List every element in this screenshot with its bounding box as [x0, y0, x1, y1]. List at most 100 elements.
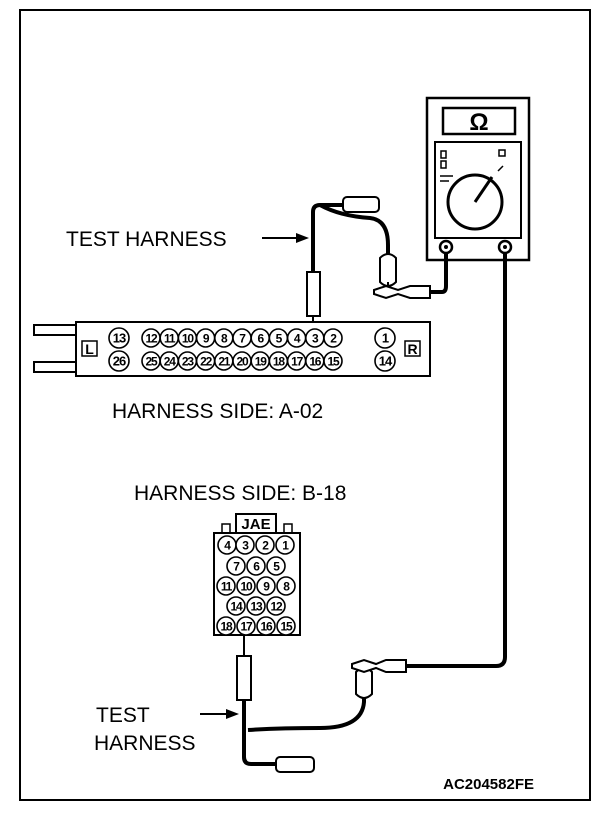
- a02-right-marker: R: [407, 341, 417, 357]
- pin-label: 10: [241, 580, 253, 594]
- pin-label: 20: [237, 355, 249, 369]
- pin-circle: [246, 596, 266, 616]
- bottom-probe-body: [236, 655, 252, 701]
- pin-label: 16: [309, 355, 321, 369]
- pin-label: 15: [328, 355, 340, 369]
- pin-circle: [275, 535, 295, 555]
- pin-label: 21: [218, 355, 230, 369]
- pin-label: 19: [255, 355, 267, 369]
- a02-lead-bottom: [33, 361, 77, 373]
- pin-circle: [374, 327, 396, 349]
- pin-circle: [256, 576, 276, 596]
- dial-pointer: [473, 176, 494, 203]
- range-line-3: [497, 165, 504, 172]
- pin-circle: [255, 535, 275, 555]
- bottom-harness-wire: [242, 700, 276, 766]
- figure-code: AC204582FE: [443, 776, 534, 793]
- pin-label: 8: [283, 580, 290, 594]
- pin-circle: [226, 556, 246, 576]
- pin-circle: [276, 616, 296, 636]
- bottom-test-harness: [236, 253, 507, 773]
- pin-label: 15: [281, 620, 293, 634]
- pin-circle: [256, 616, 276, 636]
- a02-right-marker-box: [404, 340, 421, 357]
- pin-label: 1: [282, 539, 289, 553]
- pin-label: 2: [330, 332, 337, 346]
- pin-circle: [108, 327, 130, 349]
- bottom-harness-arrow-head: [226, 709, 239, 719]
- bottom-harness-branch: [247, 695, 366, 732]
- ohmmeter-jack-left-core: [444, 245, 448, 249]
- pin-circle: [216, 616, 236, 636]
- ohmmeter-display: [441, 106, 517, 136]
- test-harness-top-label: TEST HARNESS: [66, 228, 227, 251]
- pin-circle: [246, 556, 266, 576]
- pin-label: 7: [239, 332, 246, 346]
- pin-label: 4: [294, 332, 301, 346]
- pin-label: 17: [291, 355, 303, 369]
- pin-label: 13: [113, 331, 126, 346]
- harness-side-b-label: HARNESS SIDE: B-18: [134, 482, 346, 505]
- pin-circle: [374, 350, 396, 372]
- pin-circle: [235, 535, 255, 555]
- ohmmeter: Ω: [425, 96, 531, 262]
- pin-circle: [108, 350, 130, 372]
- ohmmeter-jack-right-core: [503, 245, 507, 249]
- test-harness-bottom-label-line2: HARNESS: [94, 732, 196, 755]
- pin-circle: [236, 616, 256, 636]
- pin-label: 5: [273, 560, 280, 574]
- pin-label: 26: [113, 354, 126, 369]
- pin-label: 8: [221, 332, 228, 346]
- top-alligator-clip: [379, 253, 397, 287]
- top-probe-body: [306, 271, 321, 317]
- pin-circle: [323, 351, 343, 371]
- a02-left-marker: L: [85, 341, 94, 357]
- top-harness-wire: [311, 203, 343, 272]
- pin-label: 6: [253, 560, 260, 574]
- a02-lead-top: [33, 324, 77, 336]
- pin-label: 3: [312, 332, 319, 346]
- pin-label: 3: [242, 539, 249, 553]
- diagram-frame: [19, 9, 591, 801]
- pin-label: 18: [273, 355, 285, 369]
- pin-circle: [323, 328, 343, 348]
- bottom-harness-end-plug: [275, 756, 315, 773]
- top-test-harness: [306, 196, 448, 332]
- pin-circle: [236, 576, 256, 596]
- pin-circle: [216, 576, 236, 596]
- pin-label: 23: [182, 355, 194, 369]
- top-meter-lead-plug: [373, 284, 431, 300]
- pin-label: 13: [251, 600, 263, 614]
- pin-label: 9: [263, 580, 270, 594]
- pin-label: 11: [221, 580, 233, 594]
- pin-label: 14: [231, 600, 243, 614]
- pin-label: 16: [261, 620, 273, 634]
- top-harness-arrow-head: [296, 233, 309, 243]
- pin-label: 7: [233, 560, 240, 574]
- pin-circle: [266, 596, 286, 616]
- pin-label: 1: [382, 331, 389, 346]
- b18-brand: JAE: [241, 516, 270, 533]
- top-harness-branch: [319, 203, 390, 258]
- pin-circle: [266, 556, 286, 576]
- pin-label: 9: [203, 332, 210, 346]
- pin-circle: [276, 576, 296, 596]
- range-mark-2: [440, 160, 447, 169]
- meter-lead-left: [430, 253, 448, 294]
- pin-label: 25: [146, 355, 158, 369]
- pin-circle: [226, 596, 246, 616]
- pin-label: 2: [262, 539, 269, 553]
- pin-label: 24: [164, 355, 176, 369]
- range-mark-3: [498, 149, 506, 157]
- pin-label: 22: [200, 355, 212, 369]
- pin-label: 17: [241, 620, 253, 634]
- meter-lead-right: [406, 253, 507, 668]
- pin-label: 6: [257, 332, 264, 346]
- bottom-meter-lead-plug: [351, 658, 407, 674]
- pin-label: 5: [276, 332, 283, 346]
